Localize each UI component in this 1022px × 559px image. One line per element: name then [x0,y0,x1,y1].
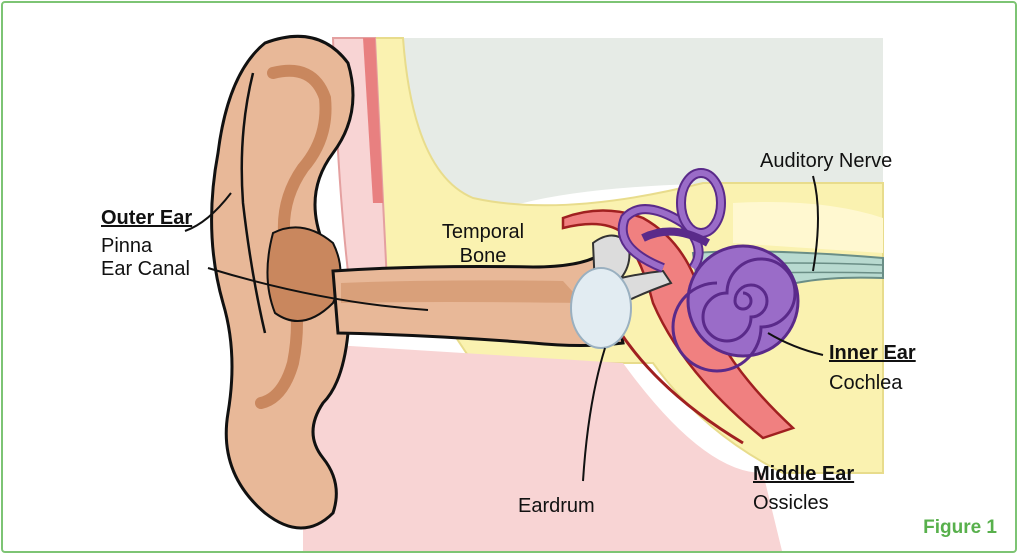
pinna-label: Pinna [101,235,152,257]
middle-ear-title: Middle Ear [753,463,854,485]
outer-ear-title: Outer Ear [101,207,192,229]
temporal-bone-label-line1: Temporal [428,221,538,243]
skull-interior [398,38,883,204]
auditory-nerve-label: Auditory Nerve [760,150,892,172]
ear-canal-label: Ear Canal [101,258,190,280]
cochlea-label: Cochlea [829,372,902,394]
figure-label: Figure 1 [923,517,997,539]
inner-ear-title: Inner Ear [829,342,916,364]
temporal-bone-label-line2: Bone [428,245,538,267]
ear-canal-shade [341,280,583,303]
eardrum-label: Eardrum [518,495,595,517]
eardrum-membrane [571,268,631,348]
concha [267,227,340,321]
ossicles-label: Ossicles [753,492,829,514]
